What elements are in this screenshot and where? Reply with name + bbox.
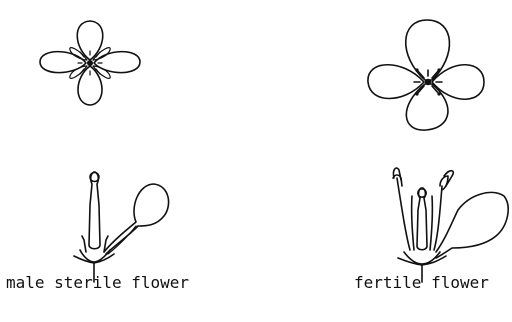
fertile-side-petal bbox=[436, 192, 508, 258]
sterile-short-stamen-left bbox=[82, 236, 86, 252]
male-sterile-flower-side-view bbox=[74, 172, 169, 282]
caption-fertile-flower: fertile flower bbox=[354, 273, 489, 292]
sterile-petal-right bbox=[94, 52, 140, 73]
male-sterile-flower-top-view bbox=[40, 21, 140, 105]
fertile-stamen-middle-left bbox=[412, 196, 414, 250]
fertile-stamen-middle-right bbox=[430, 196, 432, 250]
caption-male-sterile-flower: male sterile flower bbox=[6, 273, 189, 292]
fertile-flower-side-view bbox=[393, 168, 508, 282]
fertile-stamen-right bbox=[434, 176, 448, 250]
sterile-pistil bbox=[89, 172, 100, 249]
fertile-stamen-left bbox=[393, 175, 410, 250]
sterile-side-petal bbox=[104, 184, 169, 254]
sterile-petal-left bbox=[40, 52, 86, 73]
fertile-flower-top-view bbox=[368, 20, 484, 130]
fertile-center bbox=[425, 79, 431, 85]
sterile-center bbox=[87, 60, 93, 66]
fertile-sepals bbox=[398, 252, 446, 265]
